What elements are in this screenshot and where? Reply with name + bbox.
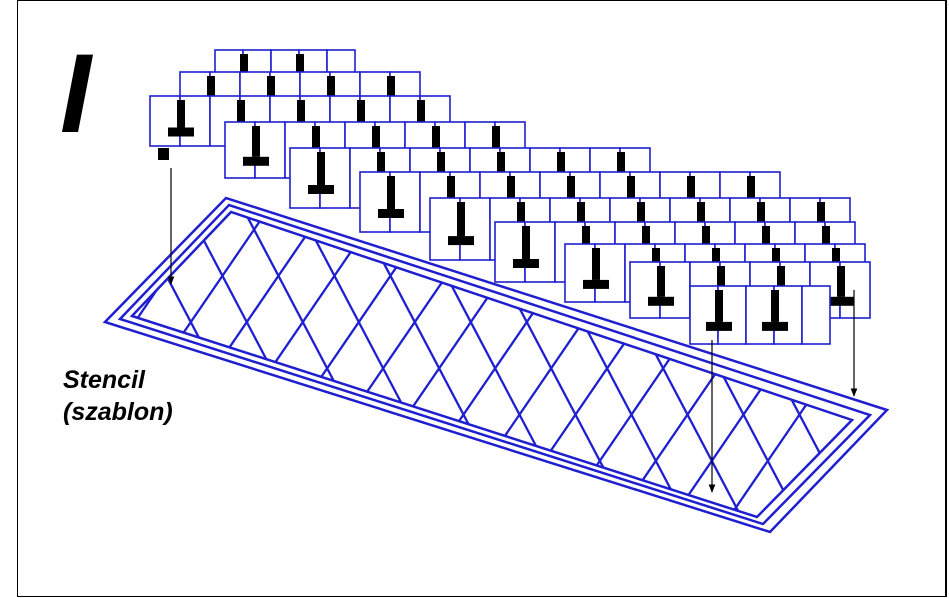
board-panel [289, 147, 321, 209]
component-lead [237, 100, 245, 128]
component-pad [648, 296, 674, 306]
component-lead [577, 202, 585, 237]
mesh-line-b [0, 180, 64, 560]
component-lead [822, 226, 830, 259]
component-lead [297, 100, 305, 128]
component-lead [517, 202, 525, 237]
component-lead [252, 126, 260, 157]
mesh-line-b [868, 180, 949, 560]
mesh-line-b [139, 212, 401, 517]
caption-line-2: (szablon) [63, 398, 173, 426]
component-lead [582, 226, 590, 259]
component-lead [240, 54, 248, 76]
component-pad [243, 156, 269, 166]
component-lead [207, 76, 215, 102]
section-letter: I [60, 31, 92, 156]
stencil-caption: Stencil (szablon) [63, 364, 173, 428]
mesh-line-b [0, 180, 8, 560]
caption-line-1: Stencil [63, 366, 145, 394]
component-pad [448, 236, 474, 246]
mesh-line-a [0, 180, 36, 560]
component-lead [771, 290, 779, 322]
component-lead [747, 176, 755, 209]
component-lead [327, 76, 335, 102]
component-lead [817, 202, 825, 237]
component-lead [702, 226, 710, 259]
mesh-line-a [842, 212, 852, 517]
figure-frame [17, 0, 947, 597]
component-lead [762, 226, 770, 259]
component-lead [717, 266, 725, 297]
component-lead [557, 152, 565, 185]
component-lead [417, 100, 425, 128]
component-lead [592, 248, 600, 280]
placement-arrows [167, 168, 858, 493]
component-lead [457, 202, 465, 237]
board-panel [801, 285, 831, 345]
component-lead [437, 152, 445, 185]
board-row [689, 285, 831, 345]
component-lead [387, 176, 395, 209]
component-lead [777, 266, 785, 297]
board-panel [629, 261, 661, 319]
component-lead [447, 176, 455, 209]
component-pad [706, 321, 732, 331]
component-lead [627, 176, 635, 209]
mesh-line-a [170, 212, 374, 517]
component-lead [567, 176, 575, 209]
board-panel [224, 121, 256, 179]
component-pad [168, 127, 194, 137]
component-lead [432, 126, 440, 157]
chip-square [158, 148, 169, 160]
component-lead [312, 126, 320, 157]
component-lead [837, 266, 845, 297]
component-lead [697, 202, 705, 237]
component-lead [296, 54, 304, 76]
component-lead [657, 266, 665, 297]
board-panel [359, 171, 391, 233]
mesh-line-a [900, 180, 949, 560]
board-panel [494, 221, 526, 283]
board-panel [429, 197, 461, 261]
component-lead [637, 202, 645, 237]
stencil-outer-border [102, 196, 890, 534]
component-lead [757, 202, 765, 237]
board-panel [564, 243, 596, 303]
component-pad [378, 209, 404, 218]
component-lead [492, 126, 500, 157]
board-panel [149, 95, 181, 147]
component-lead [377, 152, 385, 185]
component-lead [357, 100, 365, 128]
component-lead [715, 290, 723, 322]
component-pad [828, 296, 854, 306]
component-lead [387, 76, 395, 102]
component-lead [317, 152, 325, 185]
component-pad [762, 321, 788, 331]
component-lead [687, 176, 695, 209]
component-lead [522, 226, 530, 259]
component-lead [177, 100, 185, 128]
component-pad [308, 185, 334, 194]
stencil-middle-border [117, 203, 873, 526]
component-lead [267, 76, 275, 102]
component-boards [149, 49, 871, 345]
component-lead [507, 176, 515, 209]
mesh-line-b [924, 180, 949, 560]
component-lead [497, 152, 505, 185]
component-lead [642, 226, 650, 259]
board-panel [745, 285, 775, 345]
board-panel [689, 285, 719, 345]
component-pad [513, 259, 539, 268]
component-lead [617, 152, 625, 185]
component-lead [372, 126, 380, 157]
component-pad [583, 279, 609, 289]
